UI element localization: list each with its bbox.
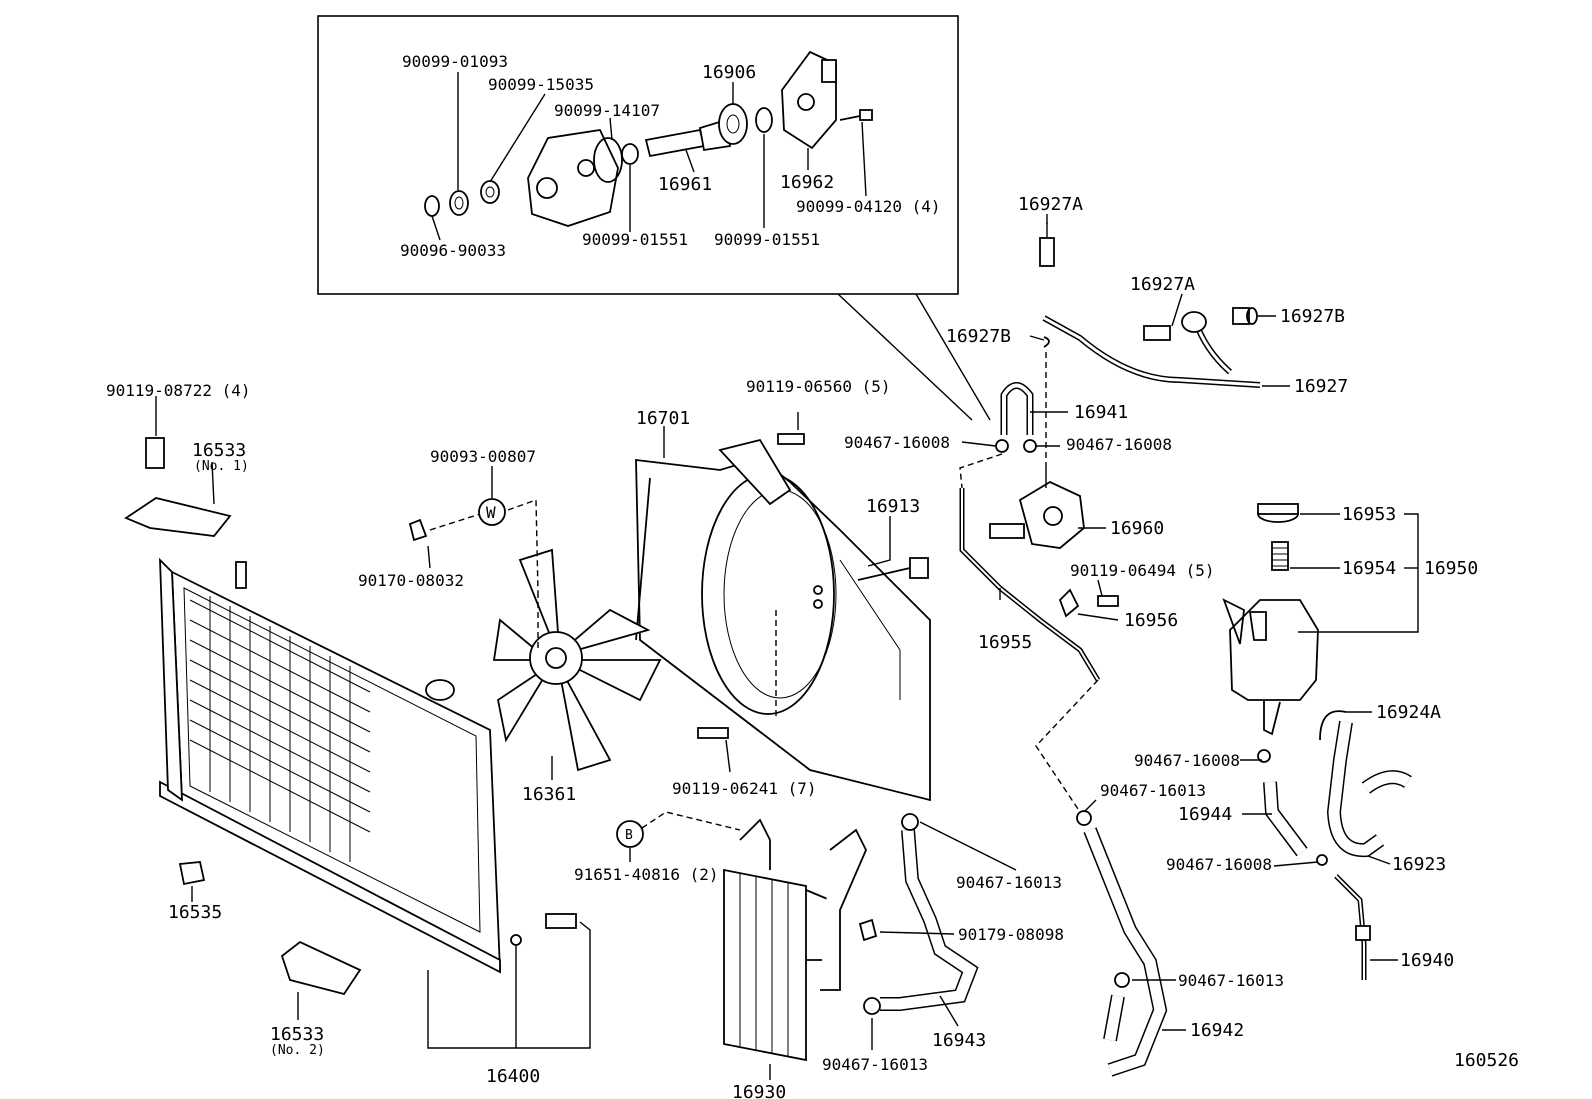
bolt-16927A <box>1039 237 1055 267</box>
figure-number: 160526 <box>1454 1050 1519 1071</box>
bracket-no1 <box>124 497 232 537</box>
label-16941: 16941 <box>1074 402 1128 423</box>
radiator-cap <box>425 679 455 701</box>
bracket-no2 <box>280 940 362 996</box>
fan-shroud-group: 90119-06560 (5) 16701 16913 90119-06241 … <box>635 377 931 802</box>
label-16927B-right: 16927B <box>1280 306 1345 327</box>
radiator-group: 90119-08722 (4) 16533 (No. 1) 16535 1653… <box>106 381 591 1087</box>
label-90099-01093: 90099-01093 <box>402 52 508 71</box>
label-16906: 16906 <box>702 62 756 83</box>
label-16927A-top: 16927A <box>1018 194 1083 215</box>
fan-group: 90093-00807 W 90170-08032 16361 <box>358 447 662 805</box>
oil-cooler <box>723 868 807 1062</box>
label-16913: 16913 <box>866 496 920 517</box>
ring-part <box>424 195 440 217</box>
fan-hub <box>529 631 583 685</box>
return-hoses-group: 90467-16008 90467-16013 16944 16923 9046… <box>1076 720 1454 1077</box>
label-16942: 16942 <box>1190 1020 1244 1041</box>
label-16927A-right: 16927A <box>1130 274 1195 295</box>
label-b: B <box>625 828 633 843</box>
bolt-part <box>839 115 861 121</box>
label-16400: 16400 <box>486 1066 540 1087</box>
label-90119-06560: 90119-06560 (5) <box>746 377 891 396</box>
label-16533-no1: 16533 <box>192 440 246 461</box>
label-16961: 16961 <box>658 174 712 195</box>
label-90119-08722: 90119-08722 (4) <box>106 381 251 400</box>
label-no1: (No. 1) <box>194 459 249 474</box>
label-90467-16013-d: 90467-16013 <box>822 1055 928 1074</box>
label-90467-16013-b: 90467-16013 <box>1178 971 1284 990</box>
pump-inset: 90099-01093 90099-15035 90099-14107 1690… <box>317 15 991 421</box>
label-90099-14107: 90099-14107 <box>554 101 660 120</box>
label-90467-16008-c: 90467-16008 <box>1134 751 1240 770</box>
label-90099-01551-b: 90099-01551 <box>714 230 820 249</box>
label-90093-00807: 90093-00807 <box>430 447 536 466</box>
label-90179-08098: 90179-08098 <box>958 925 1064 944</box>
reservoir-filter <box>1271 541 1289 571</box>
b-symbol <box>616 820 644 848</box>
drain-plug <box>178 861 206 886</box>
label-16954: 16954 <box>1342 558 1396 579</box>
label-90119-06241: 90119-06241 (7) <box>672 779 817 798</box>
label-16943: 16943 <box>932 1030 986 1051</box>
label-16944: 16944 <box>1178 804 1232 825</box>
label-90119-06494: 90119-06494 (5) <box>1070 561 1215 580</box>
fan-switch <box>545 913 577 929</box>
label-90467-16008-d: 90467-16008 <box>1166 855 1272 874</box>
pump-16960 <box>1018 480 1085 549</box>
label-16923: 16923 <box>1392 854 1446 875</box>
label-90096-90033: 90096-90033 <box>400 241 506 260</box>
label-90170-08032: 90170-08032 <box>358 571 464 590</box>
label-16930: 16930 <box>732 1082 786 1099</box>
label-90467-16013-a: 90467-16013 <box>1100 781 1206 800</box>
label-16535: 16535 <box>168 902 222 923</box>
label-16953: 16953 <box>1342 504 1396 525</box>
hub-part <box>718 103 748 145</box>
label-90099-15035: 90099-15035 <box>488 75 594 94</box>
label-16533-no2: 16533 <box>270 1024 324 1045</box>
label-no2: (No. 2) <box>270 1043 325 1058</box>
label-91651-40816: 91651-40816 (2) <box>574 865 719 884</box>
label-16960: 16960 <box>1110 518 1164 539</box>
steering-hose-group: 16927A 16927A 16927B 16927B 16927 16941 … <box>844 194 1348 813</box>
w-symbol <box>478 498 506 526</box>
label-90099-01551-a: 90099-01551 <box>582 230 688 249</box>
label-16955: 16955 <box>978 632 1032 653</box>
oil-cooler-group: B 91651-40816 (2) 90467-16013 90179-0809… <box>574 811 1064 1099</box>
label-16927B-left: 16927B <box>946 326 1011 347</box>
label-16361: 16361 <box>522 784 576 805</box>
label-16956: 16956 <box>1124 610 1178 631</box>
label-16927: 16927 <box>1294 376 1348 397</box>
label-90467-16013-c: 90467-16013 <box>956 873 1062 892</box>
label-16924A: 16924A <box>1376 702 1441 723</box>
label-16950: 16950 <box>1424 558 1478 579</box>
label-90467-16008-b: 90467-16008 <box>1066 435 1172 454</box>
label-w: W <box>486 503 496 522</box>
pump-body <box>527 129 619 227</box>
label-90099-04120: 90099-04120 (4) <box>796 197 941 216</box>
label-90467-16008-a: 90467-16008 <box>844 433 950 452</box>
reservoir-group: 16953 16954 16950 16924A <box>1222 503 1478 741</box>
label-16701: 16701 <box>636 408 690 429</box>
label-16962: 16962 <box>780 172 834 193</box>
label-16940: 16940 <box>1400 950 1454 971</box>
pump-shaft <box>644 128 706 158</box>
